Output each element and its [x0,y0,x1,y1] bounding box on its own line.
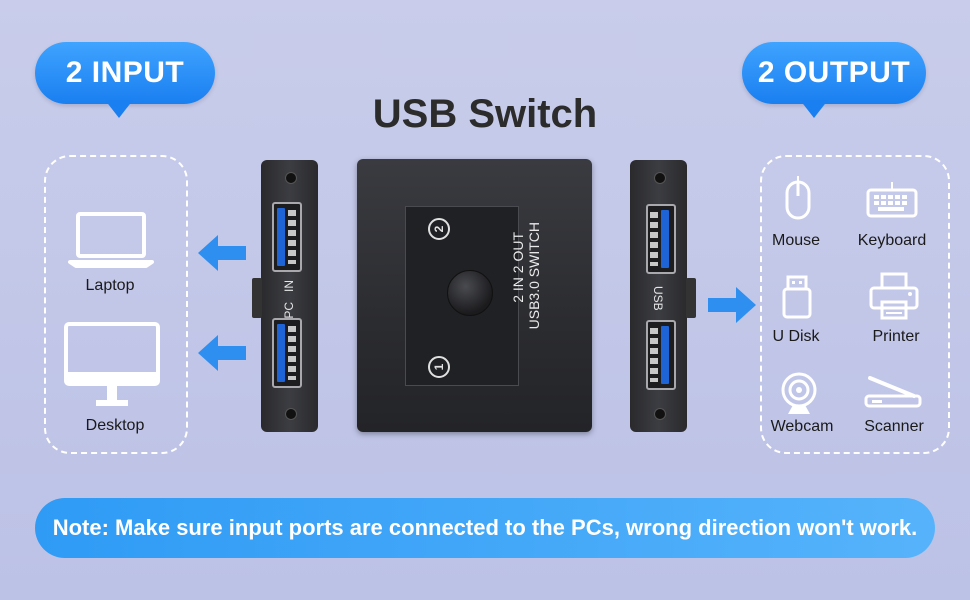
printer-label: Printer [872,328,920,345]
switch-tab [252,278,262,318]
output-devices-panel [760,155,950,454]
desktop-label: Desktop [85,417,145,434]
printer-icon [869,272,919,320]
mouse-icon [785,176,811,220]
front-label-line1: USB3.0 SWITCH [526,222,542,330]
note-banner: Note: Make sure input ports are connecte… [35,498,935,558]
switch-button[interactable] [447,270,493,316]
output-badge-text: 2 OUTPUT [757,56,911,89]
webcam-icon [781,372,817,414]
output-badge: 2 OUTPUT [742,42,926,118]
input-devices-panel [44,155,188,454]
scanner-icon [864,376,922,408]
keyboard-icon [866,182,918,218]
desktop-icon [64,322,160,406]
scanner-label: Scanner [864,418,924,435]
port-label-pc: PC [282,302,296,319]
arrow-left-icon [198,235,246,271]
webcam-label: Webcam [770,418,834,435]
arrow-right-icon [708,287,756,323]
output-port-top [646,204,676,274]
port-one-indicator: 1 [428,356,450,378]
input-badge-text: 2 INPUT [65,56,185,89]
port-label-in: IN [282,280,296,292]
input-port-bottom [272,318,302,388]
input-port-top [272,202,302,272]
device-input-side [261,160,318,432]
mouse-label: Mouse [771,232,821,249]
laptop-label: Laptop [85,277,135,294]
note-text: Note: Make sure input ports are connecte… [52,515,918,540]
port-label-usb: USB [651,286,665,311]
u-disk-label: U Disk [772,328,820,345]
switch-tab-right [686,278,696,318]
laptop-icon [68,212,154,268]
input-badge: 2 INPUT [35,42,215,118]
port-two-indicator: 2 [428,218,450,240]
page-title: USB Switch [372,92,598,136]
usb-disk-icon [782,275,812,319]
output-port-bottom [646,320,676,390]
arrow-left-icon [198,335,246,371]
front-label-line2: 2 IN 2 OUT [510,232,526,303]
keyboard-label: Keyboard [857,232,927,249]
